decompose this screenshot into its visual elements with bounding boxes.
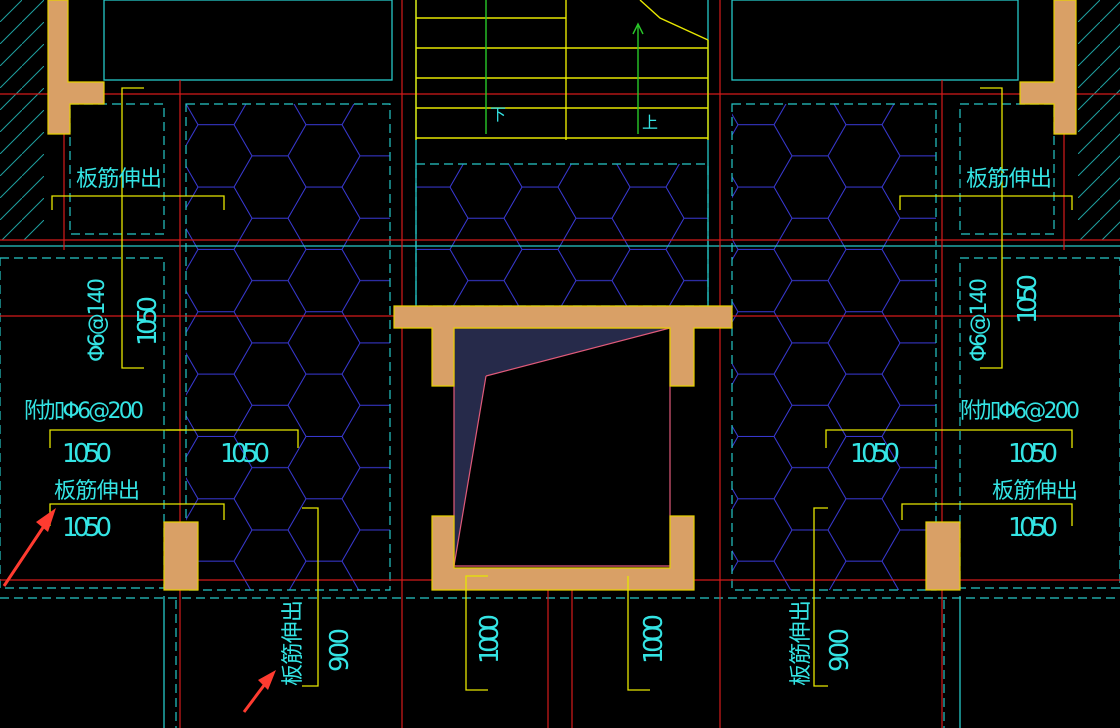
red-arrow-icon bbox=[2, 508, 56, 587]
dim-1000-left: 1000 bbox=[475, 614, 505, 664]
dim-1050-vertical-right: 1050 bbox=[1013, 274, 1043, 324]
rebar-extend-label-top-right: 板筋伸出 bbox=[966, 167, 1052, 192]
extra-bar-label-right: 附加Φ6@200 bbox=[960, 399, 1080, 424]
dim-1050-left-c: 1050 bbox=[62, 513, 112, 543]
rebar-extend-label-bottom-right: 板筋伸出 bbox=[789, 600, 814, 686]
dashed-slab-outlines bbox=[0, 103, 1120, 728]
stair-up-label: 上 bbox=[642, 113, 658, 132]
edge-diagonal-hatch bbox=[0, 0, 1120, 240]
dim-1050-right-c: 1050 bbox=[1008, 513, 1058, 543]
dim-1050-left-b: 1050 bbox=[220, 439, 270, 469]
dim-900-left: 900 bbox=[325, 628, 355, 672]
dim-1050-right-a: 1050 bbox=[850, 439, 900, 469]
bar-spacing-label-right: Φ6@140 bbox=[967, 278, 992, 362]
bar-spacing-label-left: Φ6@140 bbox=[85, 278, 110, 362]
dim-1000-right: 1000 bbox=[639, 614, 669, 664]
stair-down-label: 下 bbox=[490, 105, 506, 124]
concrete-walls bbox=[47, 0, 1077, 591]
rebar-extend-label-bottom-left: 板筋伸出 bbox=[281, 600, 306, 686]
extra-bar-label-left: 附加Φ6@200 bbox=[24, 399, 144, 424]
dimension-leaders bbox=[49, 87, 1073, 691]
dim-900-right: 900 bbox=[825, 628, 855, 672]
dim-1050-right-b: 1050 bbox=[1008, 439, 1058, 469]
dim-1050-vertical-left: 1050 bbox=[133, 296, 163, 346]
stair-treads bbox=[415, 0, 709, 140]
stair-direction-arrows bbox=[485, 0, 644, 134]
rebar-extend-label-top-left: 板筋伸出 bbox=[76, 167, 162, 192]
red-arrow-icon bbox=[242, 670, 276, 713]
rebar-extend-label-mid-right: 板筋伸出 bbox=[992, 479, 1078, 504]
rebar-extend-label-mid-left: 板筋伸出 bbox=[54, 479, 140, 504]
dim-1050-left-a: 1050 bbox=[62, 439, 112, 469]
